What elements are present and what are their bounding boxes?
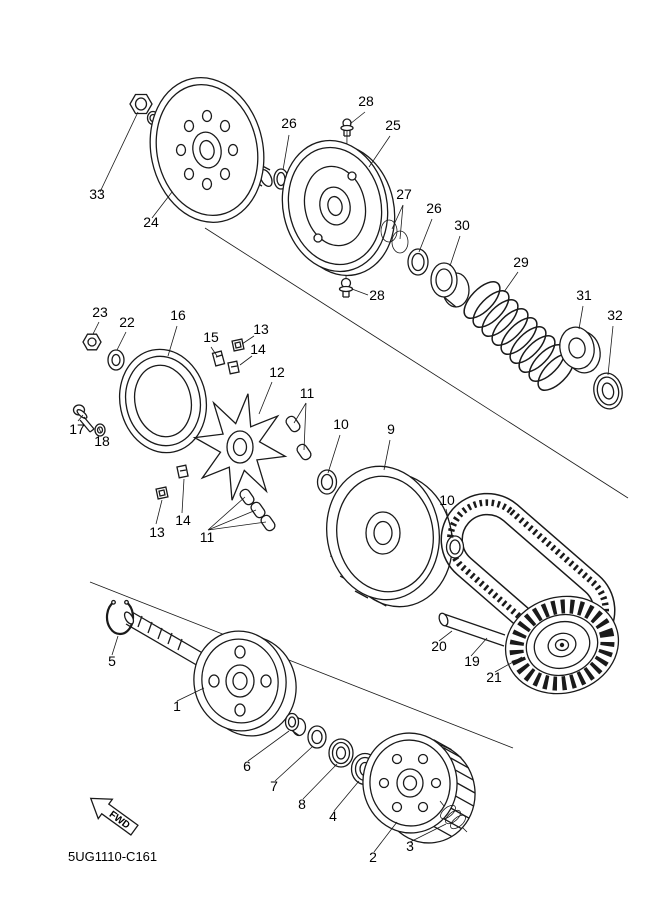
- callout-label-3: 3: [406, 838, 414, 854]
- callout-label-29: 29: [513, 254, 529, 270]
- callout-label-21: 21: [486, 669, 502, 685]
- callout-label-16: 16: [170, 307, 186, 323]
- diagram-code: 5UG1110-C161: [68, 849, 157, 864]
- callout-label-13a: 13: [253, 321, 269, 337]
- callout-label-26b: 26: [426, 200, 442, 216]
- part-1-sheave: [193, 630, 297, 737]
- part-3-spring: [439, 800, 468, 833]
- part-2-clutch-housing: [362, 732, 476, 844]
- part-23-nut: [82, 333, 102, 351]
- part-17-bolt: [72, 404, 95, 433]
- callout-label-4: 4: [329, 808, 337, 824]
- part-25-pulley: [281, 139, 396, 277]
- part-31-spring-seat: [559, 326, 601, 374]
- part-24-sheave-disc: [149, 77, 273, 223]
- callout-label-14b: 14: [175, 512, 191, 528]
- part-28a-bolt: [340, 118, 354, 137]
- part-22-washer: [107, 349, 125, 371]
- callout-labels: 33 24 26 28 25 27 26 30 29 31 32 28 23 2…: [69, 93, 623, 865]
- callout-label-10a: 10: [333, 416, 349, 432]
- part-32-seal: [593, 372, 623, 410]
- callout-label-33: 33: [89, 186, 105, 202]
- callout-label-1: 1: [173, 698, 181, 714]
- callout-label-32: 32: [607, 307, 623, 323]
- part-11-rollers: [239, 415, 312, 532]
- part-14a-clip: [227, 360, 240, 375]
- part-8-bearing: [328, 738, 354, 768]
- part-21-fan-pulley: [504, 595, 620, 695]
- callout-label-13b: 13: [149, 524, 165, 540]
- callout-label-25: 25: [385, 117, 401, 133]
- callout-label-9: 9: [387, 421, 395, 437]
- part-7-washer: [307, 725, 327, 749]
- part-14b-clip: [176, 464, 189, 479]
- part-27-orings: [380, 219, 409, 254]
- part-9-drum: [325, 465, 454, 608]
- callout-label-8: 8: [298, 796, 306, 812]
- part-13b-clip: [155, 486, 169, 500]
- part-15-slider: [211, 350, 226, 367]
- part-20-shaft: [438, 612, 506, 647]
- part-13a-clip: [231, 338, 245, 352]
- lower-shaft: [123, 611, 219, 675]
- part-6-bushing: [284, 712, 307, 737]
- callout-label-2: 2: [369, 849, 377, 865]
- part-30-collar: [430, 262, 470, 308]
- callout-label-19: 19: [464, 653, 480, 669]
- part-26b-ring: [407, 248, 429, 276]
- callout-label-12: 12: [269, 364, 285, 380]
- part-10a-ring: [316, 469, 338, 495]
- callout-label-23: 23: [92, 304, 108, 320]
- callout-label-28b: 28: [369, 287, 385, 303]
- callout-label-5: 5: [108, 653, 116, 669]
- callout-label-27: 27: [396, 186, 412, 202]
- callout-label-7: 7: [270, 778, 278, 794]
- callout-label-11b: 11: [200, 529, 215, 545]
- callout-label-14a: 14: [250, 341, 266, 357]
- callout-label-31: 31: [576, 287, 592, 303]
- callout-label-18: 18: [94, 433, 110, 449]
- part-10b-ring: [445, 535, 465, 559]
- callout-label-15: 15: [203, 329, 219, 345]
- callout-label-26a: 26: [281, 115, 297, 131]
- callout-label-28a: 28: [358, 93, 374, 109]
- callout-label-22: 22: [119, 314, 135, 330]
- part-28b-bolt: [338, 277, 354, 298]
- callout-label-10b: 10: [439, 492, 455, 508]
- callout-label-6: 6: [243, 758, 251, 774]
- leader-lines: [77, 111, 614, 853]
- callout-label-11a: 11: [300, 385, 315, 401]
- callout-label-20: 20: [431, 638, 447, 654]
- part-16-cam-ring: [118, 348, 208, 454]
- part-12-spider: [192, 393, 288, 501]
- fwd-arrow: FWD: [89, 797, 139, 836]
- callout-label-24: 24: [143, 214, 159, 230]
- callout-label-30: 30: [454, 217, 470, 233]
- callout-label-17: 17: [69, 421, 85, 437]
